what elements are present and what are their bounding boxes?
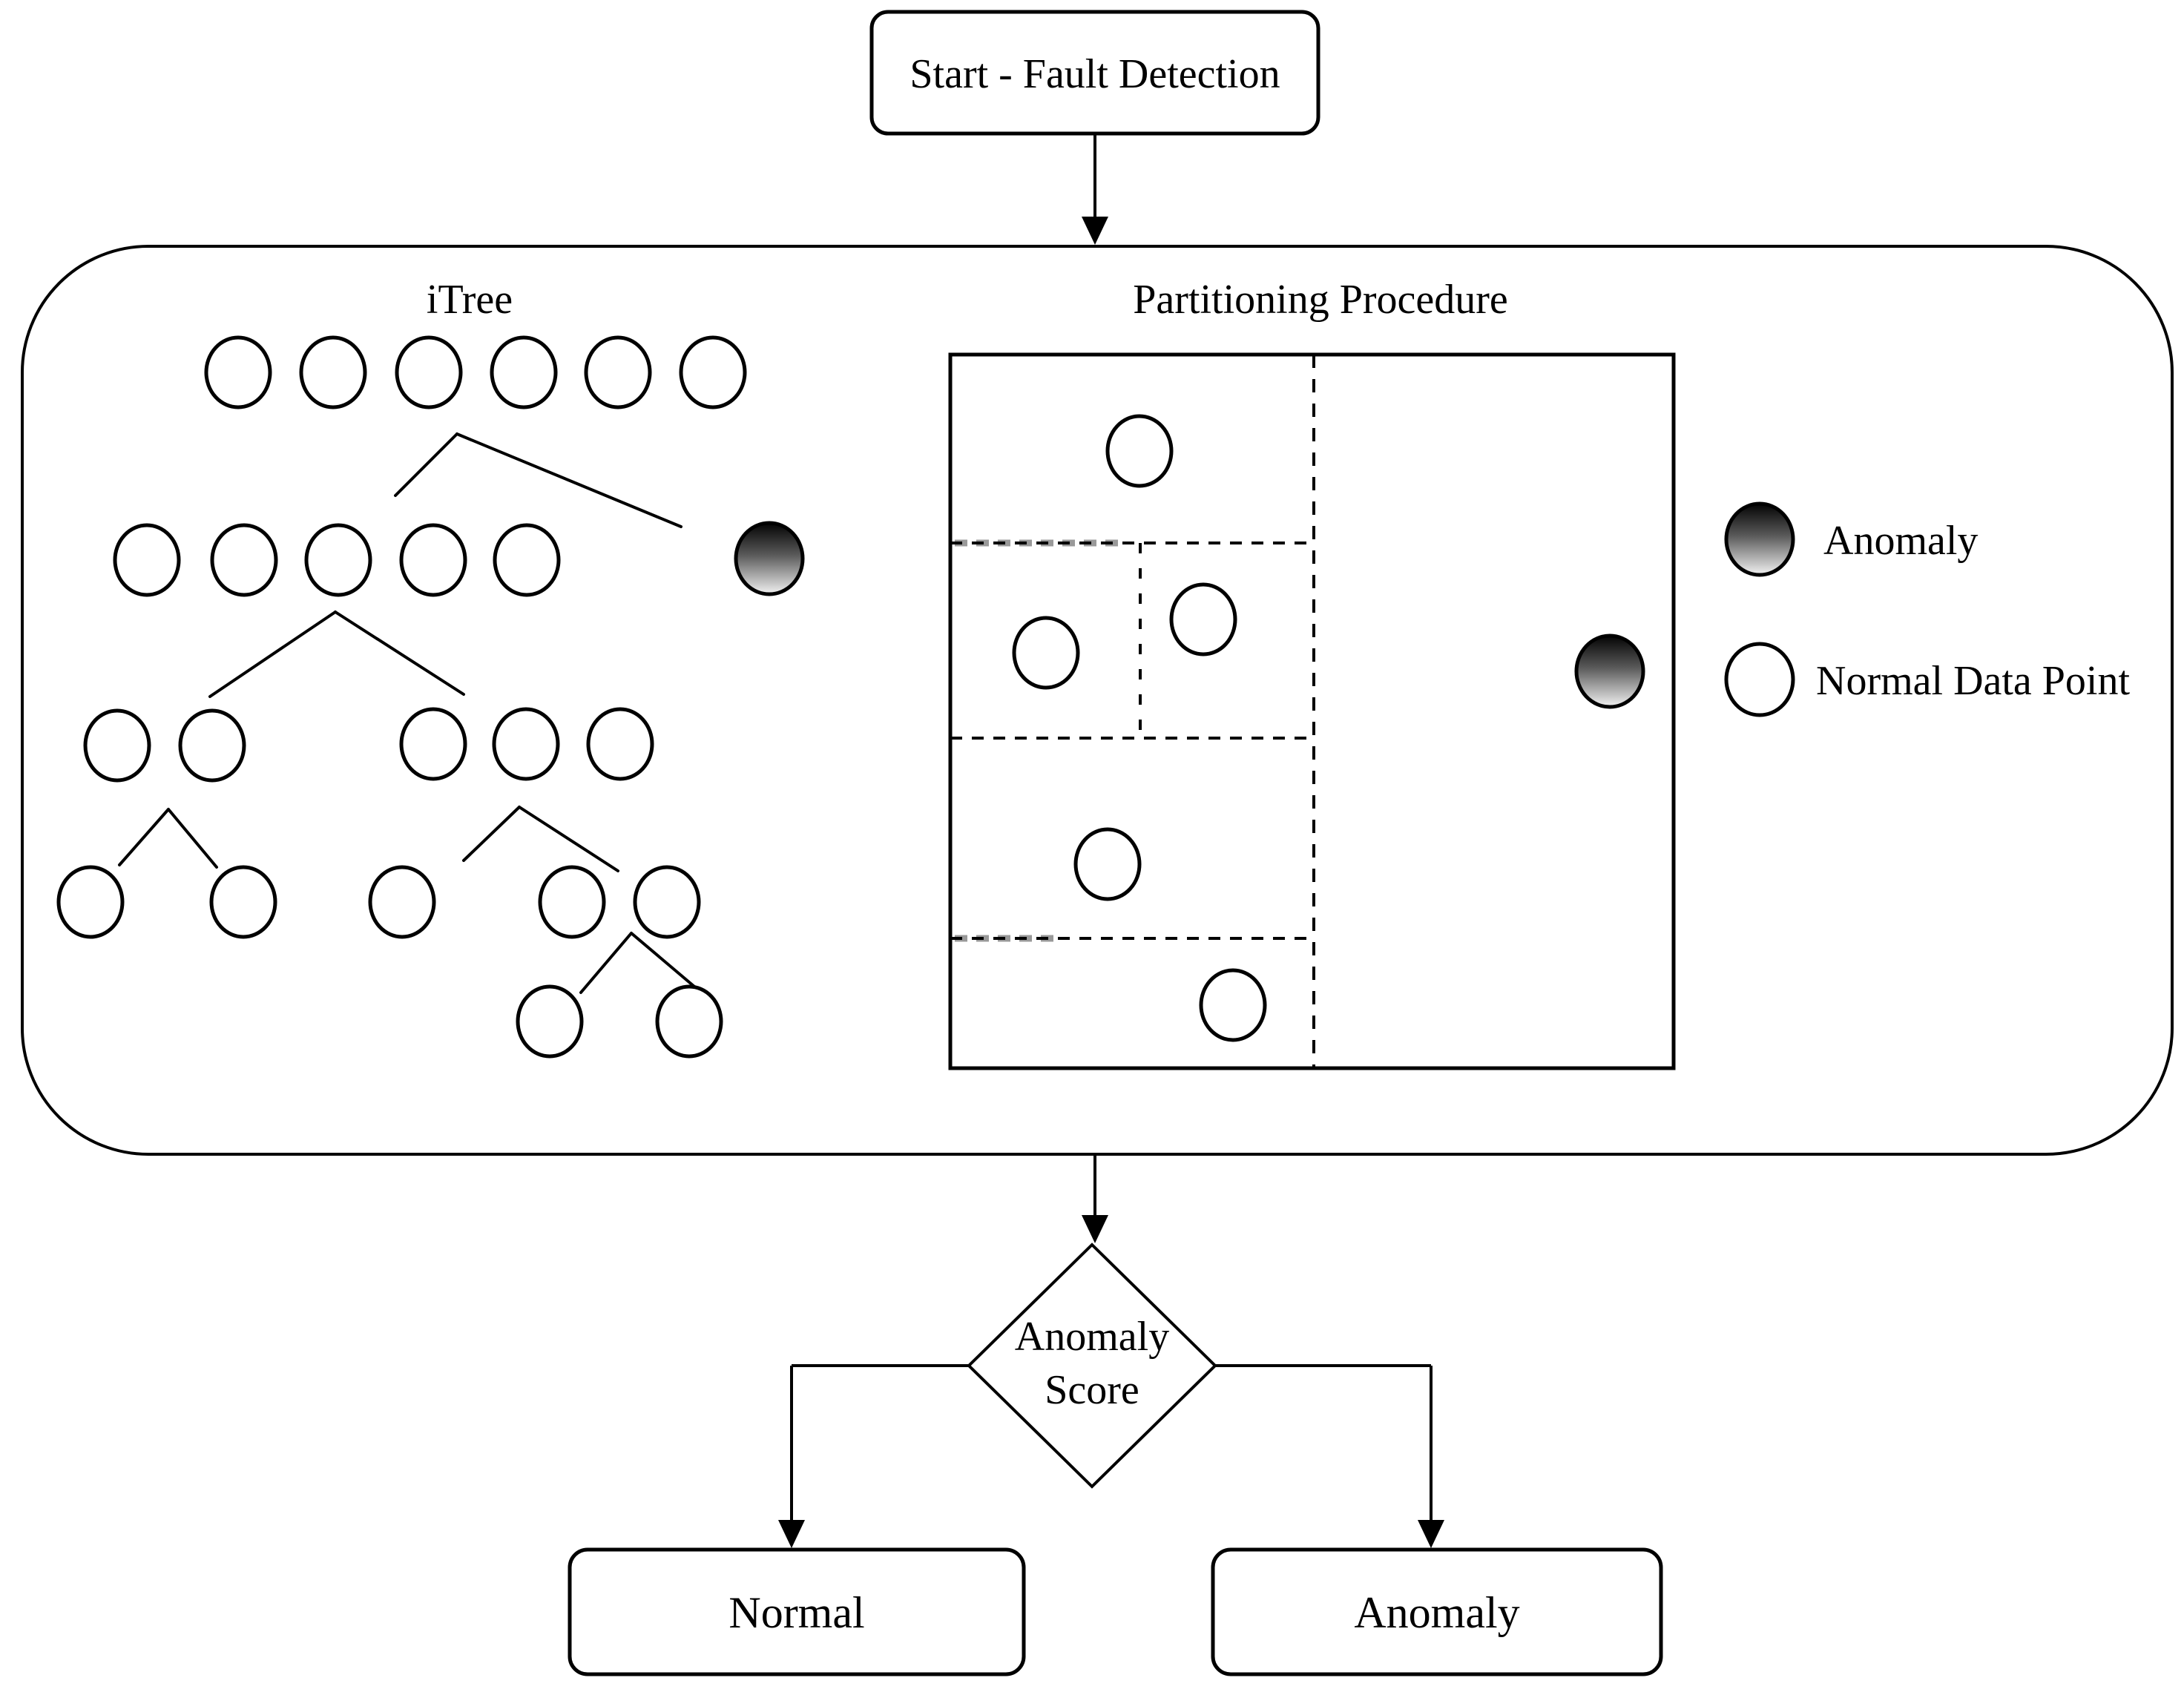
tree-edge (518, 806, 619, 872)
partitioning-title: Partitioning Procedure (1133, 277, 1507, 323)
tree-node-circle (299, 335, 367, 409)
tree-node-circle (586, 707, 654, 781)
decision-label-line2: Score (1045, 1367, 1139, 1413)
itree-title: iTree (427, 277, 513, 323)
tree-node-circle (56, 865, 125, 939)
tree-edge (579, 932, 633, 994)
anomaly-point-icon (1724, 501, 1795, 577)
outcome-anomaly-node: Anomaly (1211, 1547, 1663, 1676)
partition-plot-border (948, 352, 1676, 1070)
tree-node-circle (492, 707, 560, 781)
outcome-normal-node: Normal (568, 1547, 1026, 1676)
tree-edge (118, 808, 170, 866)
tree-node-circle (679, 335, 747, 409)
legend: Anomaly Normal Data Point (1724, 501, 2130, 717)
outcome-anomaly-label: Anomaly (1354, 1588, 1519, 1637)
tree-node-circle (399, 523, 467, 597)
outcome-anomaly-box (1211, 1547, 1663, 1676)
partitioning-diagram: Partitioning Procedure (948, 277, 1676, 1070)
decision-node: Anomaly Score (967, 1243, 1217, 1489)
tree-node-circle (399, 707, 467, 781)
partition-point-circle (1169, 582, 1237, 656)
tree-node-circle (368, 865, 436, 939)
decision-label-line1: Anomaly (1015, 1314, 1169, 1360)
partition-anomaly-point-circle (1574, 633, 1645, 709)
tree-edge (630, 932, 705, 996)
outcome-normal-box (568, 1547, 1026, 1676)
arrow-head-icon (778, 1520, 805, 1548)
tree-node-circle (516, 984, 584, 1059)
tree-node-circle (113, 523, 181, 597)
tree-node-circle (204, 335, 272, 409)
tree-anomaly-node-circle (734, 521, 805, 596)
tree-node-circle (210, 523, 278, 597)
process-container: iTree (21, 245, 2174, 1156)
outcome-normal-label: Normal (728, 1588, 864, 1637)
legend-normal-label: Normal Data Point (1816, 658, 2130, 704)
connector-decision-to-anomaly (1215, 1364, 1444, 1548)
tree-edge (167, 808, 218, 869)
arrow-container-to-decision (1082, 1154, 1108, 1243)
itree-diagram: iTree (56, 277, 805, 1059)
tree-node-circle (493, 523, 561, 597)
tree-node-circle (584, 335, 652, 409)
partition-point-circle (1073, 827, 1142, 901)
arrow-head-icon (1082, 217, 1108, 245)
tree-edge (208, 610, 337, 698)
arrow-head-icon (1418, 1520, 1444, 1548)
arrow-start-to-container (1082, 132, 1108, 245)
tree-node-circle (178, 708, 246, 783)
tree-node-circle (83, 708, 151, 783)
tree-node-circle (538, 865, 606, 939)
arrow-head-icon (1082, 1215, 1108, 1243)
tree-edge (455, 432, 682, 528)
tree-node-circle (655, 984, 723, 1059)
tree-node-circle (490, 335, 558, 409)
start-node: Start - Fault Detection (869, 10, 1320, 136)
tree-node-circle (633, 865, 701, 939)
tree-node-circle (209, 865, 277, 939)
tree-node-circle (304, 523, 372, 597)
decision-diamond (967, 1243, 1217, 1489)
tree-edge (334, 610, 465, 696)
partition-point-circle (1012, 616, 1080, 690)
tree-edge (394, 432, 458, 497)
start-node-label: Start - Fault Detection (910, 51, 1280, 97)
partition-point-circle (1199, 968, 1267, 1042)
tree-edge (462, 806, 521, 862)
normal-point-icon (1724, 642, 1795, 717)
process-container-border (21, 245, 2174, 1156)
partition-point-circle (1105, 414, 1174, 488)
connector-decision-to-normal (778, 1364, 969, 1548)
legend-anomaly-label: Anomaly (1823, 518, 1978, 564)
tree-node-circle (395, 335, 463, 409)
